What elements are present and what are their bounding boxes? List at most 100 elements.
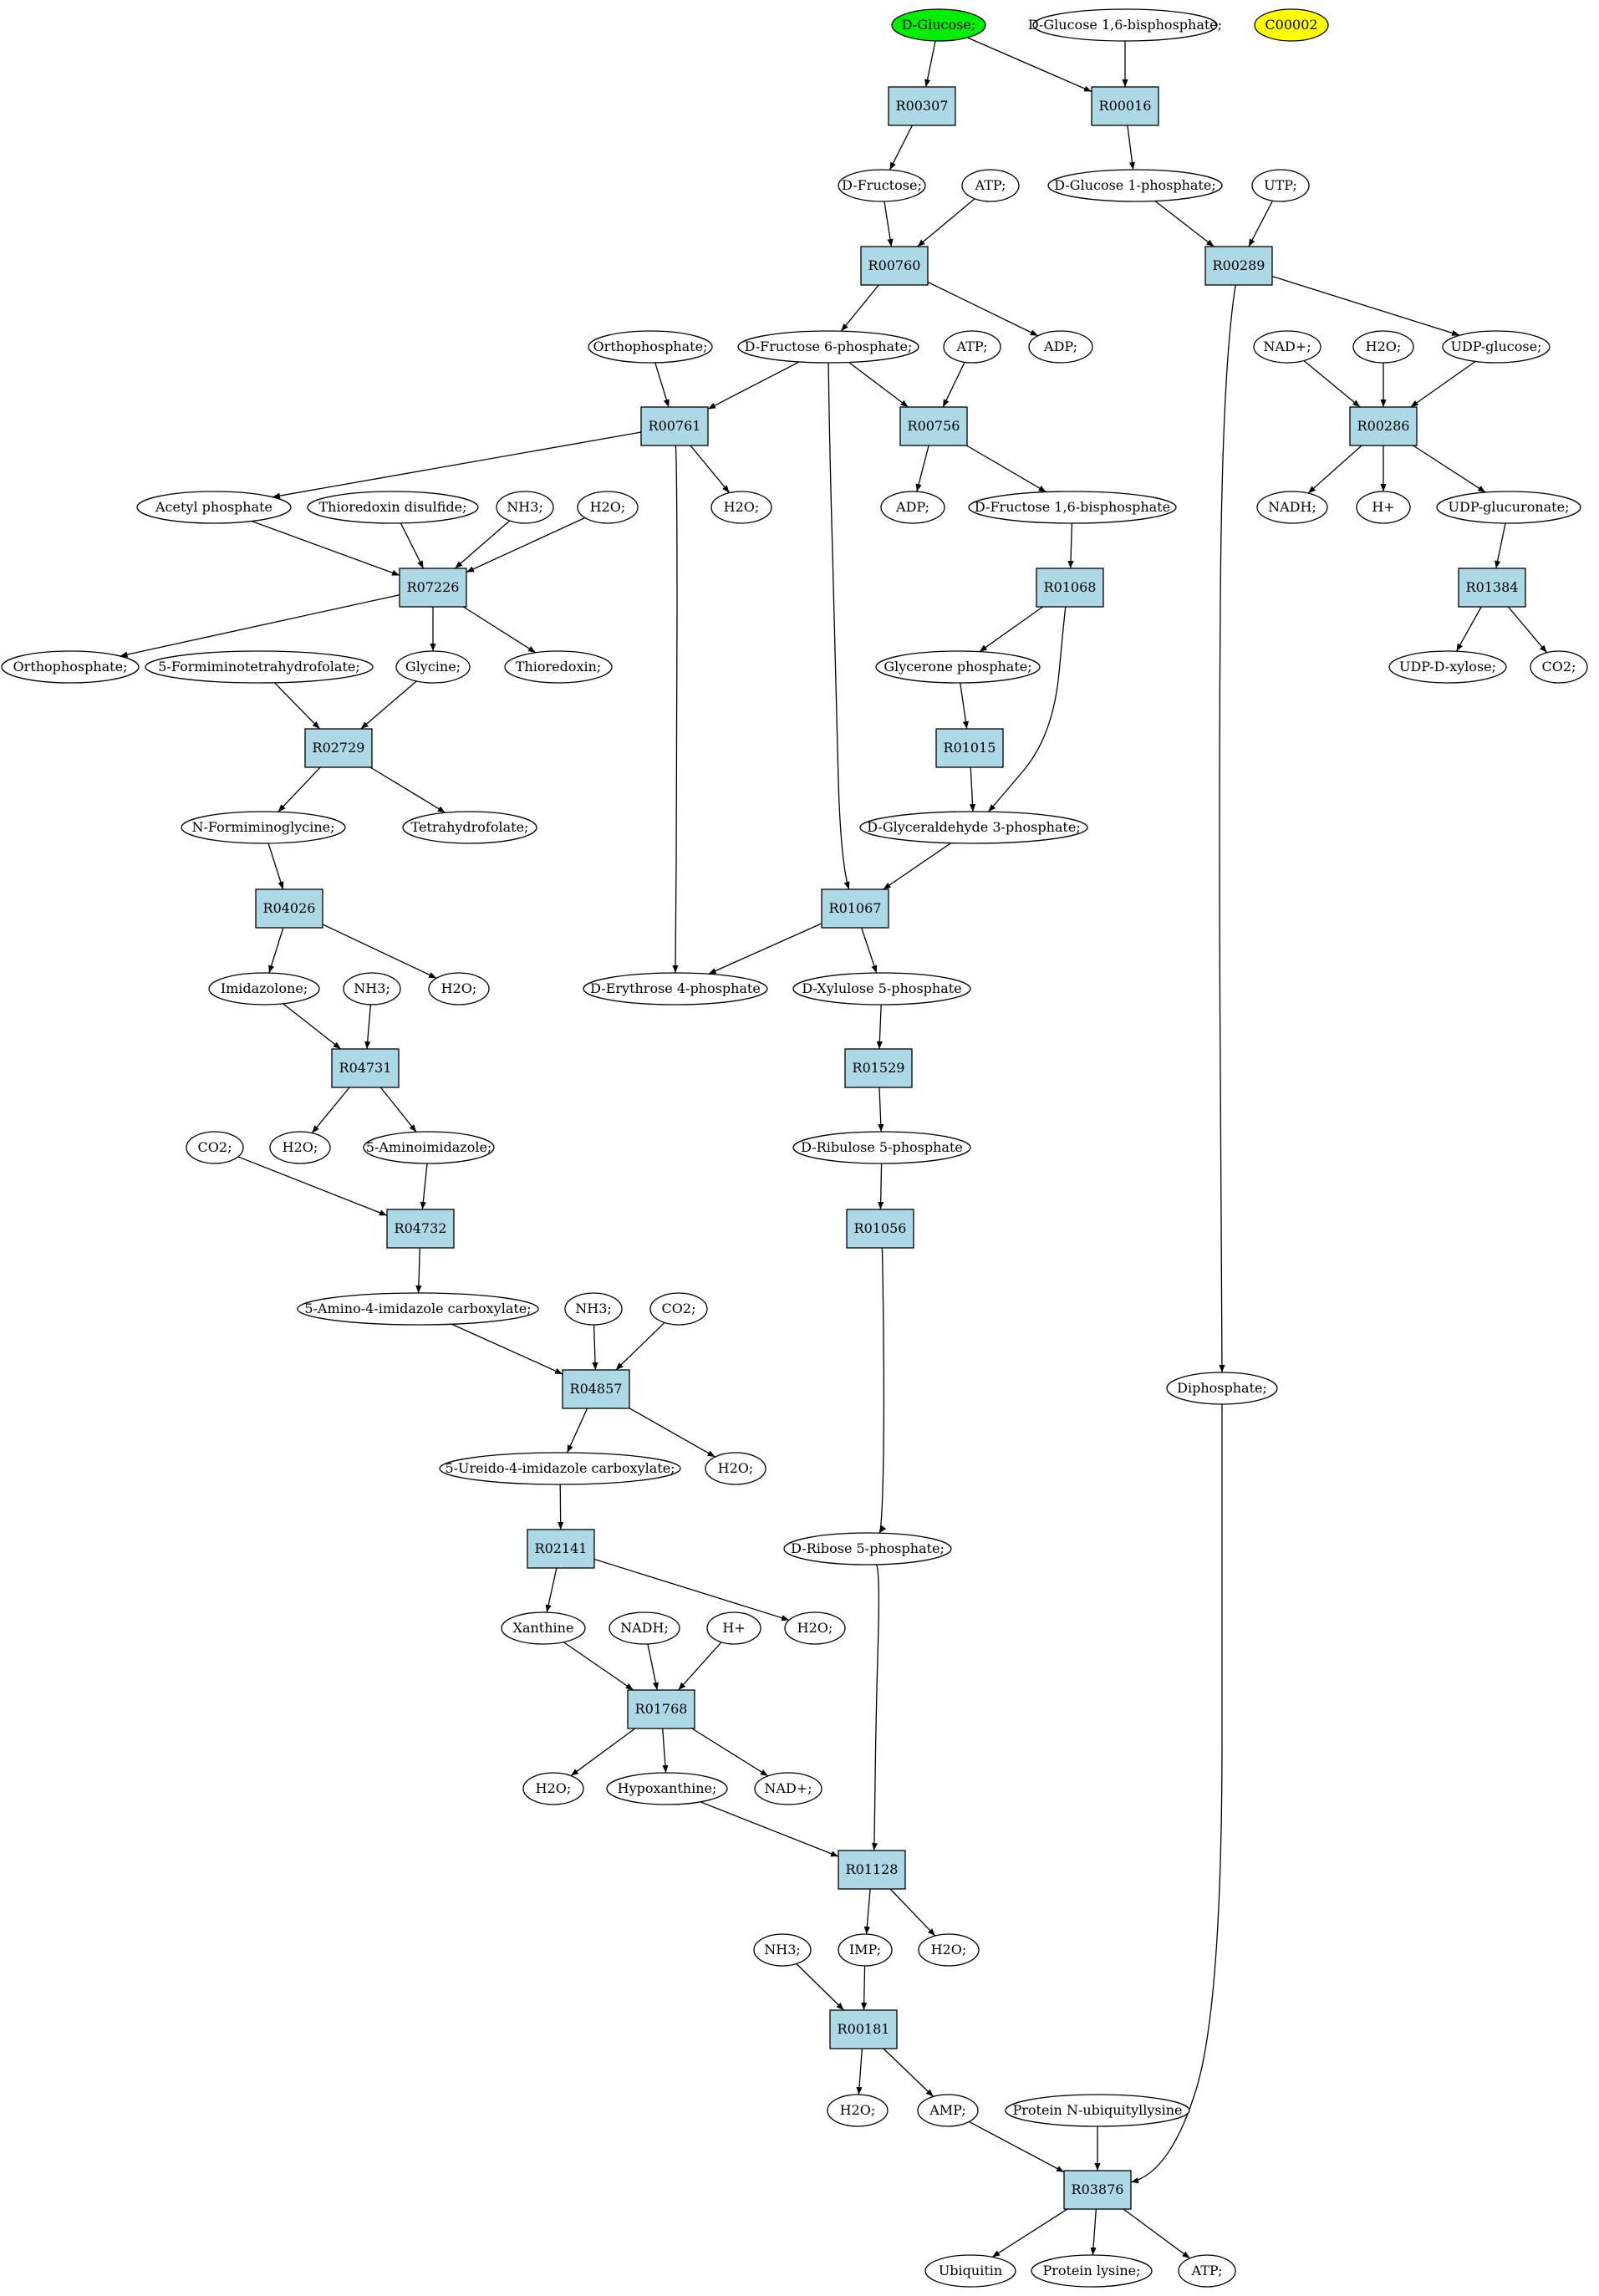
compound-ellipse: [705, 1452, 766, 1485]
compound-node-h2o[interactable]: H2O;: [827, 2094, 889, 2127]
compound-node-nadh[interactable]: NADH;: [1256, 491, 1328, 524]
compound-node-d-glyceraldehyde-3-phosphate[interactable]: D-Glyceraldehyde 3-phosphate;: [859, 811, 1088, 844]
compound-node-5-formiminotetrahydrofolate[interactable]: 5-Formiminotetrahydrofolate;: [145, 650, 374, 684]
reaction-node-r01015[interactable]: R01015: [935, 728, 1004, 768]
reaction-node-r00761[interactable]: R00761: [640, 406, 709, 446]
reaction-node-r01128[interactable]: R01128: [838, 1850, 906, 1890]
reaction-node-r01056[interactable]: R01056: [846, 1209, 914, 1249]
compound-node-h2o[interactable]: H2O;: [428, 972, 490, 1005]
compound-node-co2[interactable]: CO2;: [649, 1292, 708, 1326]
compound-node-h2o[interactable]: H2O;: [784, 1611, 846, 1645]
compound-node-d-ribulose-5-phosphate[interactable]: D-Ribulose 5-phosphate: [792, 1131, 971, 1164]
compound-ellipse: [1436, 491, 1581, 524]
compound-node-co2[interactable]: CO2;: [186, 1131, 244, 1164]
compound-node-udp-glucuronate[interactable]: UDP-glucuronate;: [1436, 491, 1581, 524]
compound-node-atp[interactable]: ATP;: [1178, 2254, 1236, 2288]
reaction-label: R02729: [313, 740, 365, 756]
reaction-node-r02141[interactable]: R02141: [527, 1529, 595, 1569]
compound-node-h2o[interactable]: H2O;: [918, 1933, 980, 1967]
reaction-node-r00760[interactable]: R00760: [860, 246, 929, 286]
reaction-node-r00181[interactable]: R00181: [829, 2009, 898, 2049]
reaction-node-r00756[interactable]: R00756: [899, 406, 968, 446]
compound-node-thioredoxin-disulfide[interactable]: Thioredoxin disulfide;: [307, 491, 479, 524]
compound-ellipse: [961, 169, 1020, 202]
compound-node-adp[interactable]: ADP;: [1028, 330, 1093, 364]
compound-node-h2o[interactable]: H2O;: [710, 491, 772, 524]
compound-node-c00002[interactable]: C00002: [1254, 8, 1329, 42]
reaction-node-r04732[interactable]: R04732: [386, 1209, 455, 1249]
compound-node-d-erythrose-4-phosphate[interactable]: D-Erythrose 4-phosphate: [583, 972, 768, 1005]
reaction-node-r00016[interactable]: R00016: [1091, 86, 1159, 126]
compound-node-d-fructose-6-phosphate[interactable]: D-Fructose 6-phosphate;: [737, 330, 919, 364]
compound-node-d-xylulose-5-phosphate[interactable]: D-Xylulose 5-phosphate: [792, 972, 971, 1005]
compound-node-nh3[interactable]: NH3;: [343, 972, 401, 1005]
compound-node-protein-lysine[interactable]: Protein lysine;: [1031, 2254, 1153, 2288]
compound-node-glycerone-phosphate[interactable]: Glycerone phosphate;: [875, 650, 1041, 684]
compound-node-glycine[interactable]: Glycine;: [395, 650, 471, 684]
reaction-node-r01529[interactable]: R01529: [844, 1048, 913, 1088]
compound-node-imp[interactable]: IMP;: [838, 1933, 893, 1967]
compound-node-h[interactable]: H+: [1356, 491, 1411, 524]
reaction-node-r00307[interactable]: R00307: [888, 86, 956, 126]
compound-node-tetrahydrofolate[interactable]: Tetrahydrofolate;: [402, 811, 537, 844]
compound-node-d-glucose-1-6-bisphosphate[interactable]: D-Glucose 1,6-bisphosphate;: [1028, 8, 1222, 42]
reaction-node-r07226[interactable]: R07226: [399, 568, 467, 608]
reaction-node-r01768[interactable]: R01768: [627, 1689, 695, 1729]
compound-node-nadh[interactable]: NADH;: [609, 1611, 680, 1645]
compound-node-xanthine[interactable]: Xanthine: [501, 1611, 586, 1645]
compound-node-d-fructose-1-6-bisphosphate[interactable]: D-Fructose 1,6-bisphosphate: [968, 491, 1177, 524]
compound-node-udp-d-xylose[interactable]: UDP-D-xylose;: [1388, 650, 1507, 684]
compound-node-atp[interactable]: ATP;: [961, 169, 1020, 202]
compound-node-co2[interactable]: CO2;: [1530, 650, 1588, 684]
compound-node-d-glucose[interactable]: D-Glucose;: [891, 8, 986, 42]
edge-r01128-to-h2o: [889, 1888, 936, 1937]
compound-node-nh3[interactable]: NH3;: [496, 491, 554, 524]
reaction-node-r01384[interactable]: R01384: [1458, 568, 1526, 608]
edge-r03876-to-atp: [1123, 2208, 1190, 2259]
reaction-node-r02729[interactable]: R02729: [304, 728, 373, 768]
compound-node-h2o[interactable]: H2O;: [522, 1772, 584, 1805]
compound-node-n-formiminoglycine[interactable]: N-Formiminoglycine;: [181, 811, 346, 844]
compound-node-diphosphate[interactable]: Diphosphate;: [1166, 1372, 1278, 1405]
compound-node-adp[interactable]: ADP;: [880, 491, 945, 524]
reaction-node-r03876[interactable]: R03876: [1063, 2170, 1132, 2210]
compound-node-d-ribose-5-phosphate[interactable]: D-Ribose 5-phosphate;: [783, 1532, 952, 1565]
compound-node-protein-n-ubiquityllysine[interactable]: Protein N-ubiquityllysine: [1005, 2094, 1190, 2127]
compound-node-ubiquitin[interactable]: Ubiquitin: [924, 2254, 1016, 2288]
compound-node-nad[interactable]: NAD+;: [754, 1772, 822, 1805]
compound-node-atp[interactable]: ATP;: [943, 330, 1001, 364]
compound-node-orthophosphate[interactable]: Orthophosphate;: [1, 650, 140, 684]
compound-node-utp[interactable]: UTP;: [1251, 169, 1310, 202]
compound-node-nh3[interactable]: NH3;: [564, 1292, 623, 1326]
compound-node-acetyl-phosphate[interactable]: Acetyl phosphate: [136, 491, 292, 524]
compound-label: UTP;: [1264, 177, 1297, 193]
compound-node-d-fructose[interactable]: D-Fructose;: [838, 169, 926, 202]
compound-node-hypoxanthine[interactable]: Hypoxanthine;: [606, 1772, 728, 1805]
compound-node-orthophosphate[interactable]: Orthophosphate;: [588, 330, 713, 364]
compound-label: Protein lysine;: [1042, 2263, 1140, 2278]
reaction-node-r04731[interactable]: R04731: [331, 1048, 400, 1088]
compound-node-udp-glucose[interactable]: UDP-glucose;: [1442, 330, 1551, 364]
reaction-node-r01067[interactable]: R01067: [821, 888, 889, 929]
compound-node-h[interactable]: H+: [706, 1611, 761, 1645]
reaction-node-r01068[interactable]: R01068: [1036, 568, 1104, 608]
compound-node-h2o[interactable]: H2O;: [705, 1452, 766, 1485]
reaction-label: R04857: [570, 1381, 623, 1397]
compound-node-5-amino-4-imidazole-carboxylate[interactable]: 5-Amino-4-imidazole carboxylate;: [297, 1292, 539, 1326]
compound-node-5-aminoimidazole[interactable]: 5-Aminoimidazole;: [363, 1131, 495, 1164]
compound-node-h2o[interactable]: H2O;: [269, 1131, 331, 1164]
compound-node-5-ureido-4-imidazole-carboxylate[interactable]: 5-Ureido-4-imidazole carboxylate;: [439, 1452, 681, 1485]
compound-node-h2o[interactable]: H2O;: [577, 491, 639, 524]
compound-label: D-Fructose 1,6-bisphosphate: [975, 499, 1170, 515]
compound-node-imidazolone[interactable]: Imidazolone;: [208, 972, 320, 1005]
compound-node-nh3[interactable]: NH3;: [753, 1933, 812, 1967]
reaction-node-r00286[interactable]: R00286: [1349, 406, 1418, 446]
reaction-node-r00289[interactable]: R00289: [1204, 246, 1273, 286]
compound-node-h2o[interactable]: H2O;: [1352, 330, 1414, 364]
reaction-node-r04857[interactable]: R04857: [562, 1369, 630, 1409]
compound-node-nad[interactable]: NAD+;: [1253, 330, 1321, 364]
reaction-node-r04026[interactable]: R04026: [255, 888, 323, 929]
compound-node-thioredoxin[interactable]: Thioredoxin;: [504, 650, 613, 684]
compound-node-d-glucose-1-phosphate[interactable]: D-Glucose 1-phosphate;: [1047, 169, 1223, 202]
compound-node-amp[interactable]: AMP;: [917, 2094, 979, 2127]
